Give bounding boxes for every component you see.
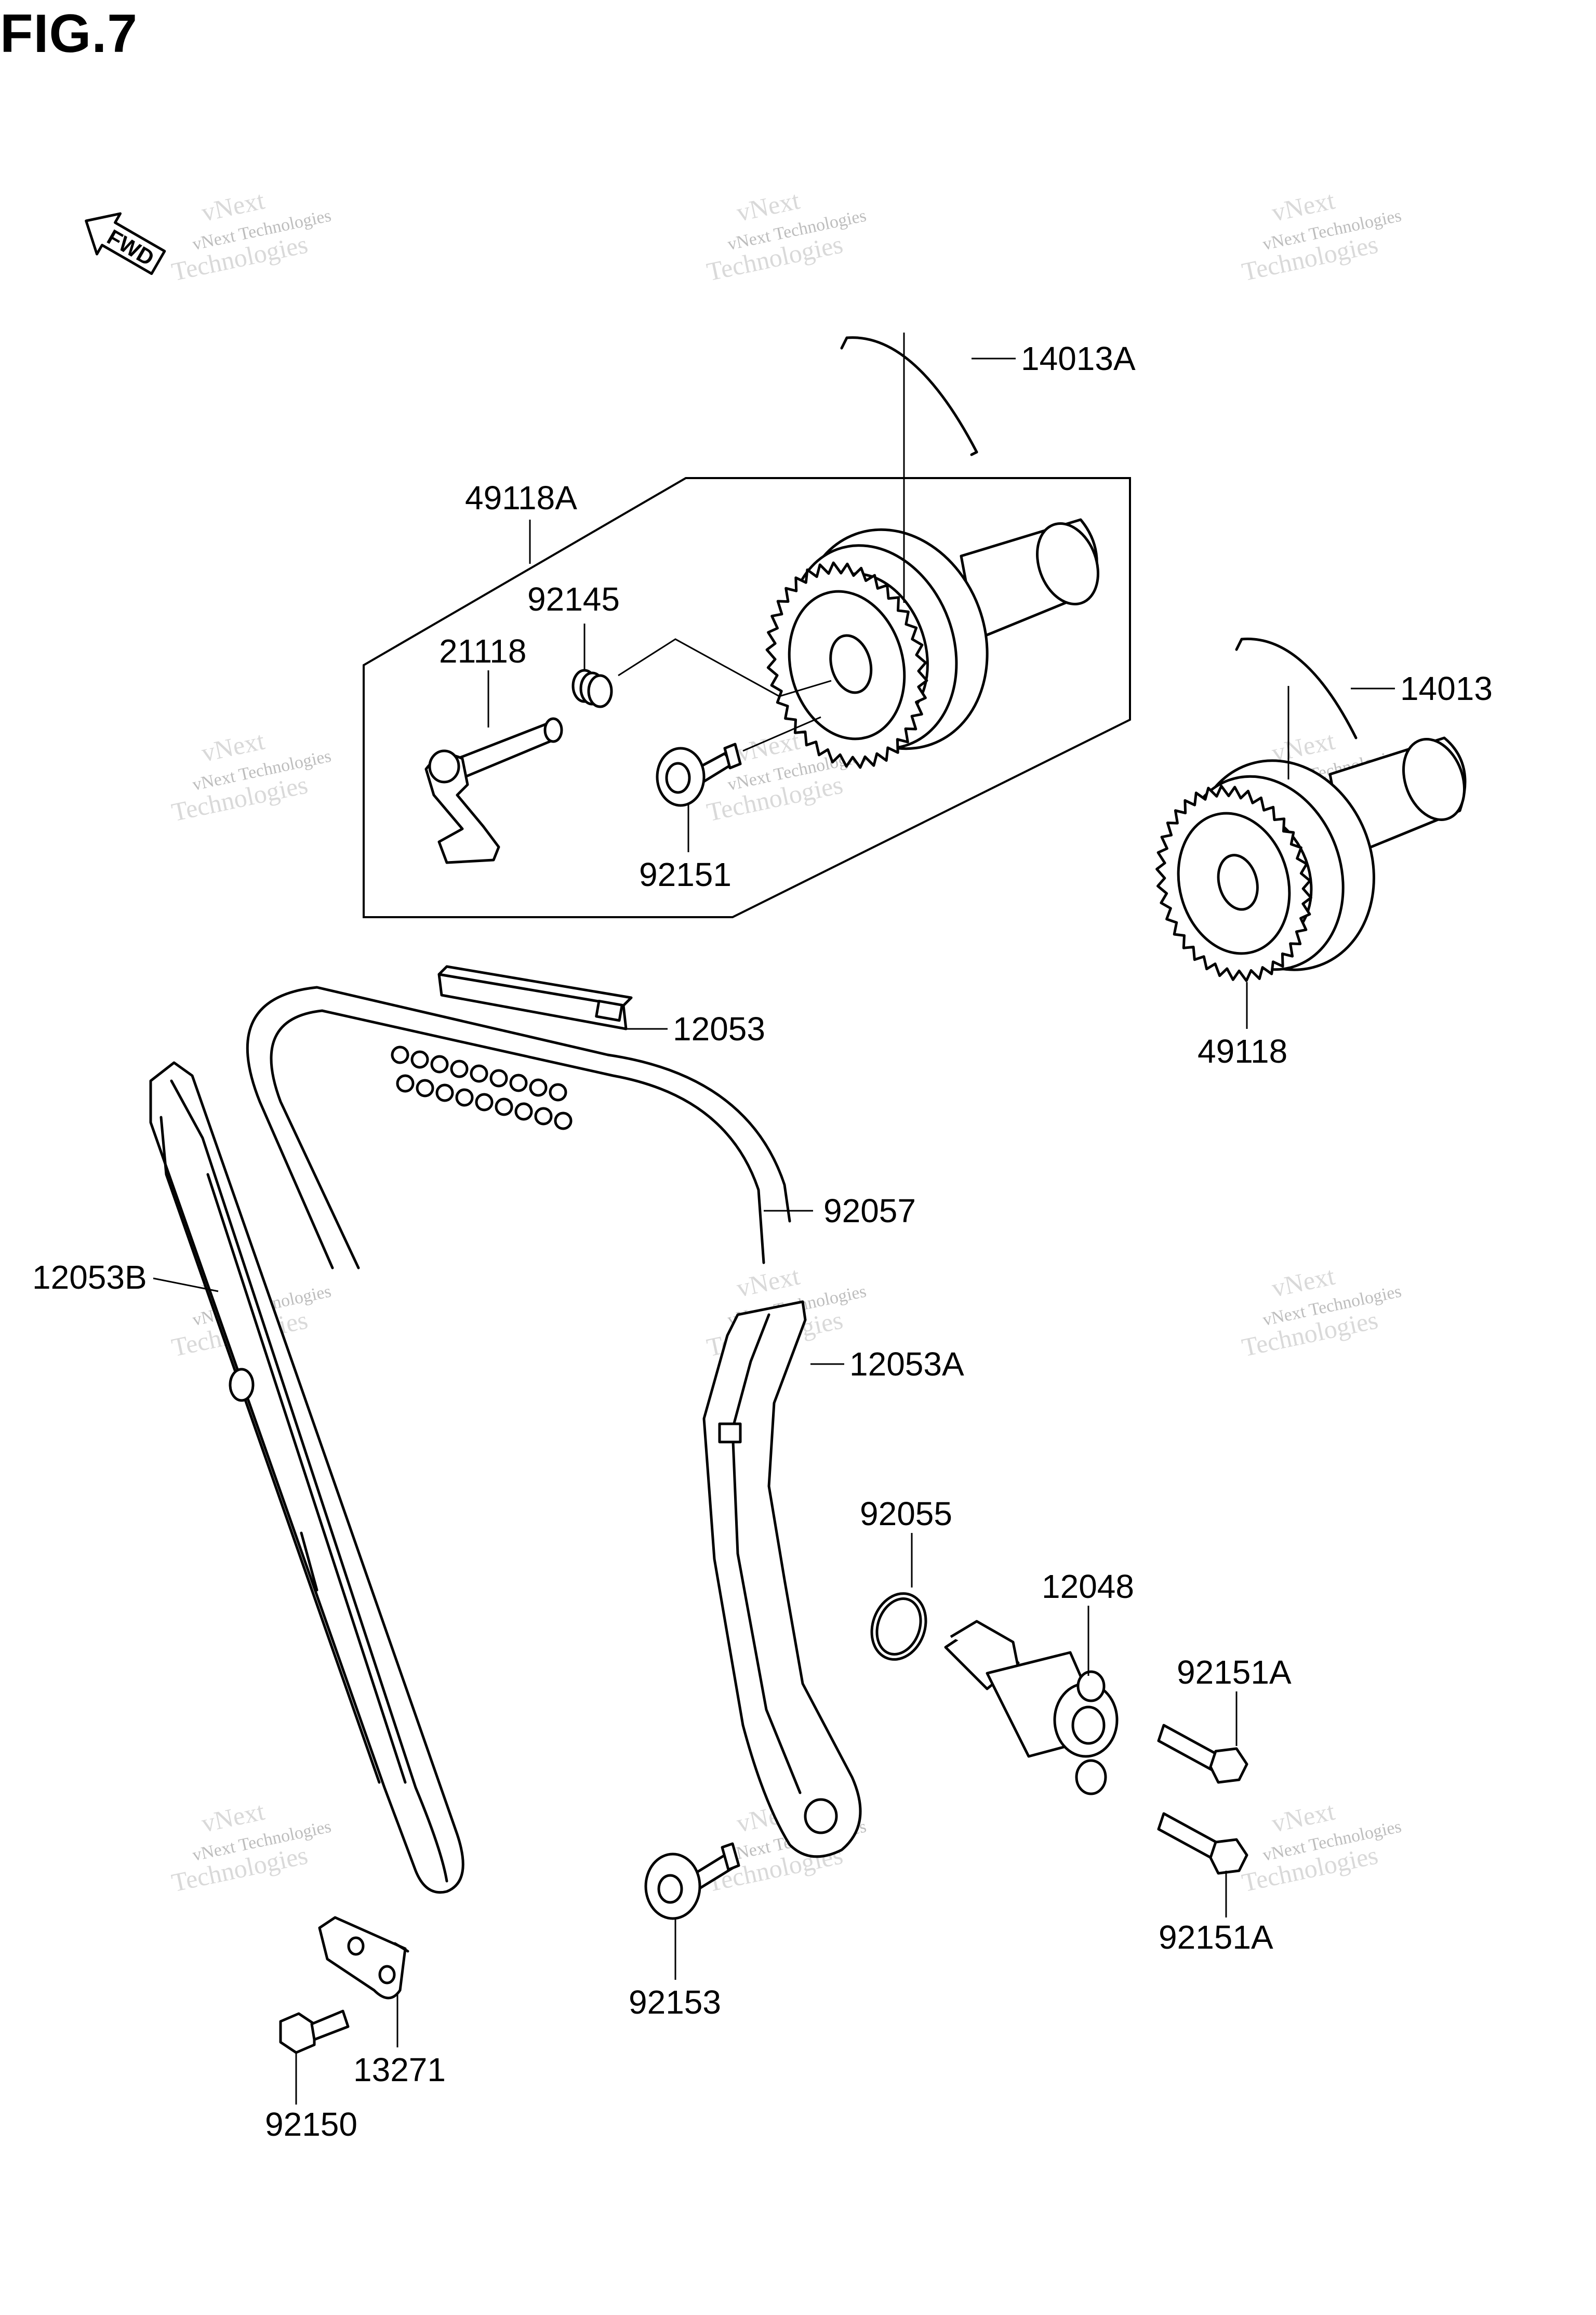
cam-sprocket-b: [1155, 785, 1312, 982]
label-49118: 49118: [1198, 1033, 1287, 1070]
chain-link: [396, 1074, 415, 1093]
plate-13271: [318, 1916, 409, 2000]
figure-title: FIG.7: [0, 4, 138, 64]
sprocket-bore: [1217, 854, 1259, 911]
ring-14013a: [845, 336, 978, 454]
watermark-text: vNext: [734, 1261, 802, 1303]
cam-chain-92057: [246, 986, 791, 1269]
chain-link: [416, 1079, 434, 1097]
leader-lines: [153, 333, 1395, 2105]
chain-link: [514, 1102, 533, 1121]
chain-link: [529, 1078, 548, 1097]
assembly-49118a-outline: [363, 477, 1131, 918]
label-12053a: 12053A: [849, 1345, 964, 1383]
chain-link: [450, 1060, 469, 1078]
watermark-text: vNext: [734, 186, 802, 227]
label-14013: 14013: [1400, 670, 1493, 707]
watermark-text: vNext: [199, 1796, 267, 1838]
fwd-arrow-icon: FWD: [85, 212, 166, 275]
label-92150: 92150: [265, 2106, 357, 2143]
cam-sprocket-a: [765, 561, 928, 769]
label-12053b: 12053B: [32, 1259, 147, 1296]
chain-links: [391, 1046, 573, 1130]
chain-link: [391, 1046, 409, 1064]
bolt-92153: [644, 1842, 740, 1920]
spring-92145: [571, 669, 613, 708]
watermark-text: vNext: [734, 726, 802, 768]
bolt-92150: [279, 2009, 350, 2054]
bolt-92151a-bottom: [1157, 1812, 1248, 1875]
bolt-92151a-top: [1157, 1724, 1248, 1784]
chain-link: [489, 1069, 508, 1088]
chain-link: [455, 1088, 474, 1107]
watermark-text: vNext: [199, 186, 267, 227]
chain-link: [495, 1097, 513, 1116]
watermark-text: vNext: [1269, 1796, 1337, 1838]
guide-12053b: [149, 1061, 464, 1894]
label-13271: 13271: [353, 2051, 446, 2088]
guide-12053: [437, 965, 633, 1030]
guide-12053a: [702, 1300, 862, 1858]
watermark-text: vNext: [1269, 186, 1337, 227]
label-92151a-top: 92151A: [1177, 1653, 1292, 1691]
chain-link: [430, 1055, 449, 1074]
tensioner-12048: [944, 1620, 1119, 1795]
label-92153: 92153: [629, 1983, 721, 2021]
ring-14013: [1240, 638, 1358, 739]
chain-link: [475, 1093, 494, 1112]
part-labels: 14013A 49118A 92145 21118 92151 14013 49…: [32, 340, 1493, 2143]
sprocket-bore: [829, 634, 873, 694]
label-12053: 12053: [673, 1010, 765, 1048]
label-92151a-bottom: 92151A: [1159, 1919, 1273, 1956]
label-92057: 92057: [823, 1192, 916, 1229]
label-12048: 12048: [1042, 1568, 1134, 1605]
chain-link: [410, 1050, 429, 1069]
lever-21118: [424, 717, 563, 864]
label-14013a: 14013A: [1021, 340, 1136, 377]
chain-link: [549, 1083, 567, 1102]
chain-link: [509, 1074, 528, 1092]
label-92145: 92145: [527, 580, 620, 618]
label-49118a: 49118A: [465, 479, 577, 517]
chain-link: [470, 1064, 488, 1083]
label-92151: 92151: [639, 856, 732, 893]
label-21118: 21118: [439, 632, 526, 670]
chain-link: [554, 1112, 573, 1130]
chain-link: [534, 1107, 553, 1126]
label-92055: 92055: [860, 1495, 952, 1532]
bolt-92151: [656, 743, 742, 807]
watermark-text: vNext: [1269, 1261, 1337, 1303]
watermark-text: vNext: [199, 726, 267, 768]
chain-link: [435, 1083, 454, 1102]
